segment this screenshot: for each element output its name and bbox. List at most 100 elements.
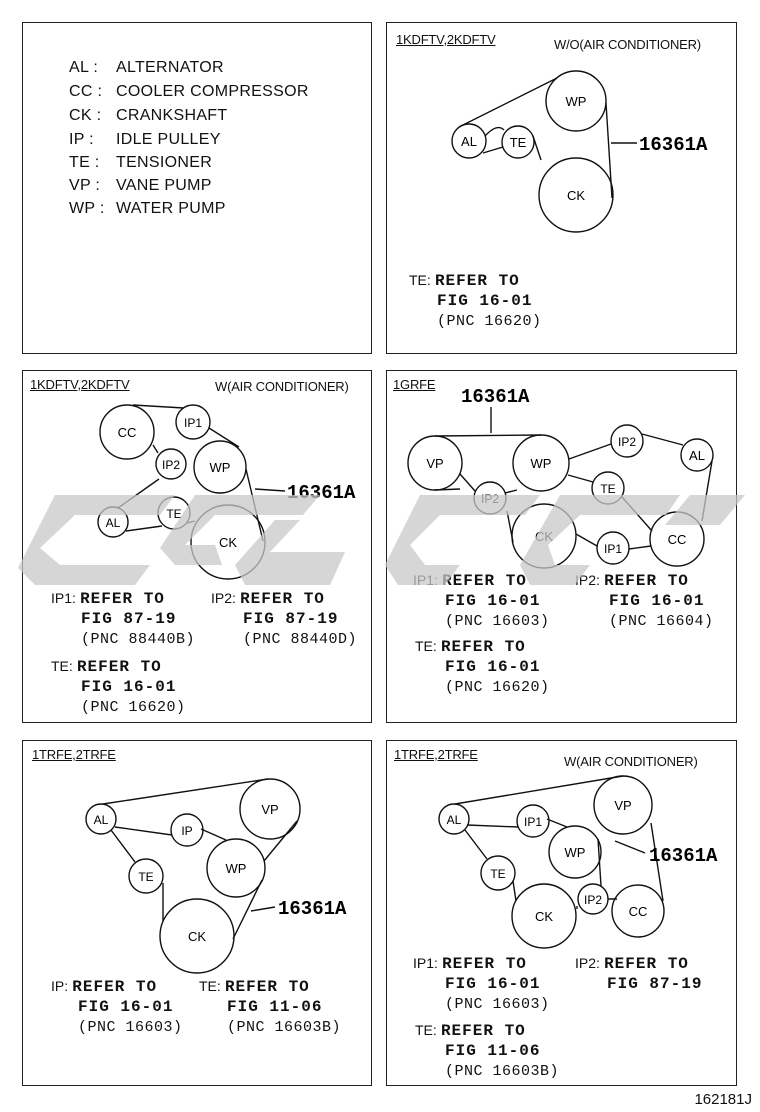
- legend-code: AL :: [69, 59, 99, 76]
- belt: [102, 778, 298, 940]
- pulley-wp: [545, 70, 607, 132]
- ref-text: REFER TO: [240, 590, 325, 608]
- condition-label: W(AIR CONDITIONER): [564, 754, 698, 769]
- legend-name: TENSIONER: [116, 154, 213, 171]
- pulley-cc: [611, 884, 665, 938]
- pulley-ck: [538, 157, 614, 233]
- engine-label: 1KDFTV,2KDFTV: [30, 377, 130, 392]
- part-number-label: 16361A: [287, 482, 356, 504]
- legend-panel: AL : ALTERNATOR CC : COOLER COMPRESSOR CK …: [22, 22, 372, 354]
- legend-code: CC :: [69, 83, 103, 100]
- belt: [454, 775, 664, 909]
- pulley-label: WP: [531, 456, 552, 471]
- belt-diagram: AL VP IP1 WP TE IP2 CK CC 16361A: [438, 775, 718, 949]
- ref-text: REFER TO: [442, 572, 527, 590]
- ref-text: REFER TO: [440, 1022, 526, 1040]
- pulley-label: TE: [490, 867, 505, 881]
- reference-block: IP: REFER TO FIG 16-01 (PNC 16603): [51, 977, 183, 1037]
- pulley-label: TE: [166, 507, 181, 521]
- ref-figure: FIG 16-01: [437, 292, 533, 310]
- legend-name: WATER PUMP: [116, 200, 226, 217]
- leader-line: [614, 840, 646, 854]
- pulley-label: VP: [261, 802, 278, 817]
- legend-row: WP :WATER PUMP: [69, 200, 226, 218]
- pulley-te: [480, 855, 516, 891]
- pulley-label: IP2: [618, 435, 636, 449]
- belt-panel-1kd-ac: 1KDFTV,2KDFTV W(AIR CONDITIONER) CC IP1 …: [22, 370, 372, 723]
- legend-name: IDLE PULLEY: [116, 131, 221, 148]
- ref-key: IP2:: [575, 572, 600, 588]
- ref-key: TE:: [415, 638, 437, 654]
- reference-block: IP1: REFER TO FIG 16-01 (PNC 16603): [413, 571, 550, 631]
- belt-diagram: AL TE WP CK 16361A: [451, 70, 708, 233]
- engine-label: 1KDFTV,2KDFTV: [396, 32, 496, 47]
- ref-figure: FIG 87-19: [243, 610, 339, 628]
- pulley-vp: [239, 778, 301, 840]
- ref-text: REFER TO: [72, 978, 158, 996]
- pulley-label: IP1: [524, 815, 542, 829]
- pulley-label: IP2: [584, 893, 602, 907]
- pulley-label: AL: [106, 516, 121, 530]
- engine-label: 1GRFE: [393, 377, 436, 392]
- condition-label: W(AIR CONDITIONER): [215, 379, 349, 394]
- part-number-label: 16361A: [278, 898, 347, 920]
- pulley-ip1: [175, 404, 211, 440]
- reference-block: IP2: REFER TO FIG 16-01 (PNC 16604): [575, 571, 714, 631]
- ref-pnc: (PNC 16620): [437, 313, 542, 330]
- belt: [458, 77, 613, 199]
- pulley-wp: [193, 440, 247, 494]
- pulley-label: IP2: [162, 458, 180, 472]
- ref-figure: FIG 87-19: [81, 610, 177, 628]
- pulley-label: CC: [668, 532, 687, 547]
- ref-key: TE:: [415, 1022, 437, 1038]
- ref-text: REFER TO: [604, 572, 689, 590]
- leader-line: [250, 906, 276, 912]
- legend-name: ALTERNATOR: [116, 59, 224, 76]
- condition-label: W/O(AIR CONDITIONER): [554, 37, 701, 52]
- pulley-label: CC: [118, 425, 137, 440]
- legend-code: CK :: [69, 107, 102, 124]
- pulley-label: IP2: [481, 492, 499, 506]
- pulley-label: CK: [535, 909, 553, 924]
- pulley-al: [85, 803, 117, 835]
- legend-row: VP :VANE PUMP: [69, 177, 212, 195]
- pulley-label: TE: [138, 870, 153, 884]
- ref-key: TE:: [409, 272, 431, 288]
- pulley-al: [451, 123, 487, 159]
- pulley-ip2: [155, 448, 187, 480]
- pulley-te: [128, 858, 164, 894]
- pulley-label: AL: [689, 448, 705, 463]
- legend-row: TE :TENSIONER: [69, 154, 212, 172]
- ref-text: REFER TO: [80, 590, 165, 608]
- leader-line: [254, 488, 286, 492]
- ref-text: REFER TO: [604, 955, 689, 973]
- ref-pnc: (PNC 16620): [81, 699, 186, 716]
- pulley-te: [501, 125, 535, 159]
- belt-diagram: AL VP IP WP TE CK 16361A: [85, 778, 347, 974]
- reference-block: IP2: REFER TO FIG 87-19 (PNC 88440D): [211, 589, 357, 649]
- pulley-label: AL: [447, 813, 462, 827]
- pulley-cc: [99, 404, 155, 460]
- pulley-label: CK: [188, 929, 206, 944]
- ref-key: IP1:: [413, 955, 438, 971]
- belt-diagram: CC IP1 IP2 WP AL TE CK 16361A: [97, 404, 356, 580]
- ref-figure: FIG 11-06: [227, 998, 323, 1016]
- pulley-label: AL: [94, 813, 109, 827]
- ref-figure: FIG 11-06: [445, 1042, 541, 1060]
- legend-name: COOLER COMPRESSOR: [116, 83, 309, 100]
- ref-pnc: (PNC 16603B): [227, 1019, 342, 1036]
- pulley-label: TE: [510, 135, 527, 150]
- pulley-label: IP1: [184, 416, 202, 430]
- ref-pnc: (PNC 88440D): [243, 631, 358, 648]
- ref-figure: FIG 16-01: [81, 678, 177, 696]
- pulley-label: IP1: [604, 542, 622, 556]
- pulley-ip2-upper: [610, 424, 644, 458]
- ref-key: IP2:: [575, 955, 600, 971]
- figure-code: 162181J: [694, 1091, 752, 1108]
- reference-block: TE: REFER TO FIG 16-01 (PNC 16620): [51, 657, 186, 717]
- pulley-ip1: [516, 804, 550, 838]
- pulley-wp: [206, 838, 266, 898]
- pulley-label: WP: [226, 861, 247, 876]
- belt-panel-1grfe: 1GRFE VP WP IP2 AL IP2 TE CK IP1 CC 1636…: [386, 370, 737, 723]
- ref-pnc: (PNC 16604): [609, 613, 714, 630]
